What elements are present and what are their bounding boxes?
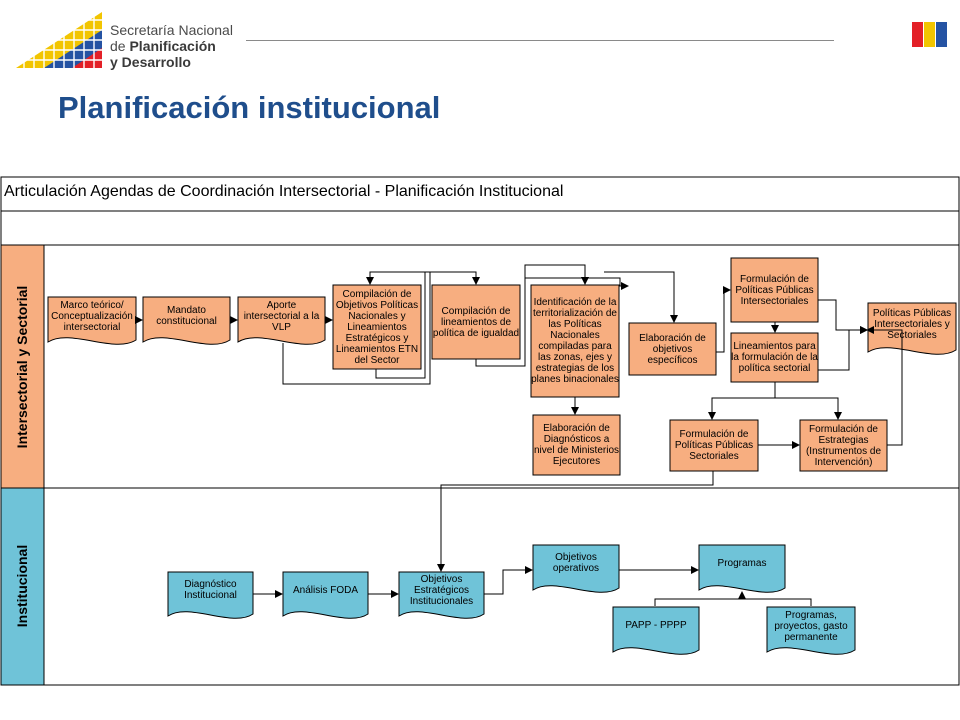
node-formulacion-ppi: Formulación de Políticas Públicas Inters… [735,273,814,307]
logo-line-2-prefix: de [110,38,130,54]
node-analisis: Análisis FODA [292,584,358,596]
shape-analisis [282,571,369,619]
node-diagnostico: Diagnóstico Institucional [184,579,237,601]
shape-obj-estrategicos [398,571,485,619]
shape-formulacion-pps [669,419,759,472]
node-programas-proy: Programas, proyectos, gasto permanente [774,609,848,643]
lane-label-top: Intersectorial y Sectorial [14,285,30,449]
shape-programas [698,544,786,593]
node-lineamientos: Lineamientos para la formulación de la p… [731,341,818,374]
node-programas: Programas [717,557,767,569]
node-elaboracion-obj: Elaboración de objetivos específicos [639,332,706,366]
shape-aporte [237,296,326,345]
shape-compilacion-obj [332,284,422,370]
shape-programas-proy [766,606,856,655]
page-title: Planificación institucional [58,90,441,125]
node-compilacion-lin: Compilación de lineamientos de política … [432,305,520,339]
shape-mandato [142,296,231,345]
shape-identificacion [530,284,620,398]
lane-label-bottom: Institucional [14,544,30,628]
shape-diagnostico [167,571,254,619]
shape-elaboracion-obj [628,322,717,376]
logo-line-2-bold: Planificación [129,38,216,54]
node-obj-estrategicos: Objetivos Estratégicos Institucionales [409,573,474,607]
logo-text: Secretaría Nacional de Planificación y D… [110,22,233,70]
shape-obj-operativos [532,544,620,593]
flag-red [912,22,923,47]
shape-marco [47,296,137,345]
shape-compilacion-lin [431,284,521,360]
node-mandato: Mandato constitucional [156,305,217,327]
logo-line-1: Secretaría Nacional [110,22,233,38]
flag-yellow [924,22,935,47]
node-formulacion-est: Formulación de Estrategias (Instrumentos… [805,423,882,468]
node-identificacion: Identificación de la territorialización … [531,297,619,385]
flag-blue [936,22,947,47]
node-formulacion-pps: Formulación de Políticas Públicas Sector… [674,429,754,462]
lane-bottom-band [0,487,45,686]
shape-politicas [867,302,957,355]
node-aporte: Aporte intersectorial a la VLP [243,299,320,333]
node-politicas: Políticas Públicas Intersectoriales y Se… [872,307,952,341]
shape-formulacion-ppi [730,257,819,323]
node-elaboracion-diag: Elaboración de Diagnósticos a nivel de M… [533,423,620,467]
logo-line-2: de Planificación [110,38,233,54]
node-obj-operativos: Objetivos operativos [552,552,600,574]
diagram-header: Articulación Agendas de Coordinación Int… [4,183,564,200]
logo-icon [14,12,104,68]
header-divider [246,40,834,41]
node-marco: Marco teórico/ Conceptualización interse… [51,299,133,333]
shape-formulacion-est [799,419,888,472]
node-compilacion-obj: Compilación de Objetivos Políticas Nacio… [335,288,419,366]
shape-elaboracion-diag [532,414,621,476]
logo-line-3: y Desarrollo [110,54,191,70]
shape-lineamientos [730,332,819,383]
shape-papp [612,606,700,655]
node-papp: PAPP - PPPP [625,619,687,631]
